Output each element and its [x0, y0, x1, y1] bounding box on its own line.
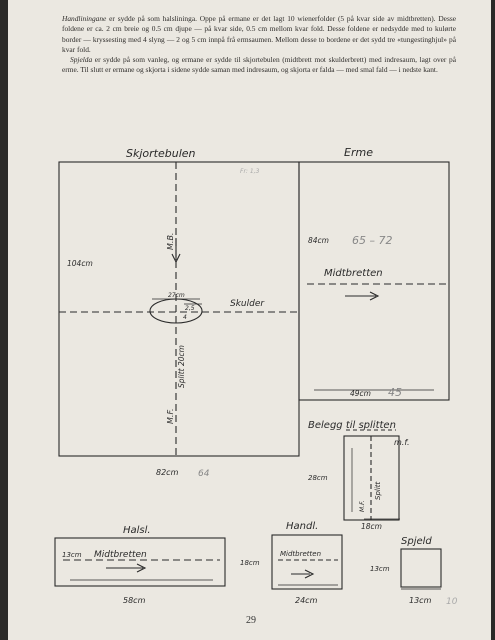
collar-height-label: 13cm: [62, 551, 82, 559]
mb-label: M.B.: [166, 233, 175, 250]
sleeve-piece: [298, 161, 450, 401]
neck-depth-label: 4: [183, 314, 187, 321]
shoulder-label: Skulder: [230, 299, 265, 309]
page-number: 29: [246, 615, 256, 626]
slit-label: Splitt 20cm: [177, 345, 186, 388]
collar-title: Halsl.: [123, 525, 151, 536]
collar-width-label: 58cm: [123, 596, 146, 605]
shirt-body-title: Skjortebulen: [126, 147, 196, 160]
slit-facing-title: Belegg til splitten: [308, 420, 396, 431]
pencil-note: 45: [388, 386, 402, 399]
cuff-width-label: 24cm: [295, 596, 318, 605]
neck-width-label: 27cm: [168, 292, 185, 299]
paragraph-lead: Spjelda: [70, 55, 93, 65]
paragraph-lead: Handliningane: [62, 14, 107, 23]
gusset-piece: [400, 548, 442, 588]
paragraph-body: er sydde på som vanleg, og ermane er syd…: [62, 55, 456, 75]
arrow-head: [304, 569, 315, 579]
facing-height-label: 28cm: [308, 474, 328, 482]
pencil-note: 64: [198, 469, 210, 479]
shirt-width-label: 82cm: [156, 468, 179, 477]
gusset-title: Spjeld: [401, 536, 432, 547]
gusset-height-label: 13cm: [370, 565, 390, 573]
collar-fold-label: Midtbretten: [94, 550, 147, 560]
shirt-height-label: 104cm: [67, 259, 93, 268]
body-text: Handliningane er sydde på som halslining…: [62, 14, 456, 76]
facing-slit-label: Splitt: [374, 481, 382, 500]
sleeve-fold-label: Midtbretten: [324, 268, 383, 279]
mf-label: m.f.: [394, 438, 410, 447]
paragraph-body: er sydde på som halslininga. Oppe på erm…: [62, 14, 456, 54]
arrow-head: [171, 253, 181, 264]
facing-mf-label: M.F.: [359, 500, 366, 512]
cuff-piece: [271, 534, 343, 590]
cuff-title: Handl.: [286, 521, 318, 532]
pencil-note: 65 – 72: [352, 234, 393, 247]
paragraph-spjelda: Spjelda er sydde på som vanleg, og erman…: [62, 55, 456, 76]
paragraph-handliningane: Handliningane er sydde på som halslining…: [62, 14, 456, 55]
pencil-note: Fr: 1,3: [240, 168, 260, 175]
sleeve-height-label: 84cm: [308, 236, 329, 245]
sewing-pattern-diagram: Skjortebulen Fr: 1,3 104cm M.B. M.F. Spl…: [54, 146, 458, 607]
gusset-width-label: 13cm: [409, 596, 432, 605]
facing-width-label: 18cm: [361, 522, 382, 531]
cuff-fold-label: Midtbretten: [280, 550, 321, 558]
sleeve-title: Erme: [344, 146, 373, 159]
neck-offset-label: 2,5: [185, 305, 195, 312]
mf-label: M.F.: [166, 408, 175, 424]
book-page: Handliningane er sydde på som halslining…: [8, 0, 491, 640]
shirt-body-piece: [58, 161, 300, 457]
sleeve-width-label: 49cm: [350, 389, 371, 398]
arrow-head: [369, 291, 380, 301]
arrow-head: [136, 563, 147, 573]
pencil-note: 10: [446, 597, 458, 607]
cuff-height-label: 18cm: [240, 559, 260, 567]
collar-piece: [54, 537, 226, 587]
